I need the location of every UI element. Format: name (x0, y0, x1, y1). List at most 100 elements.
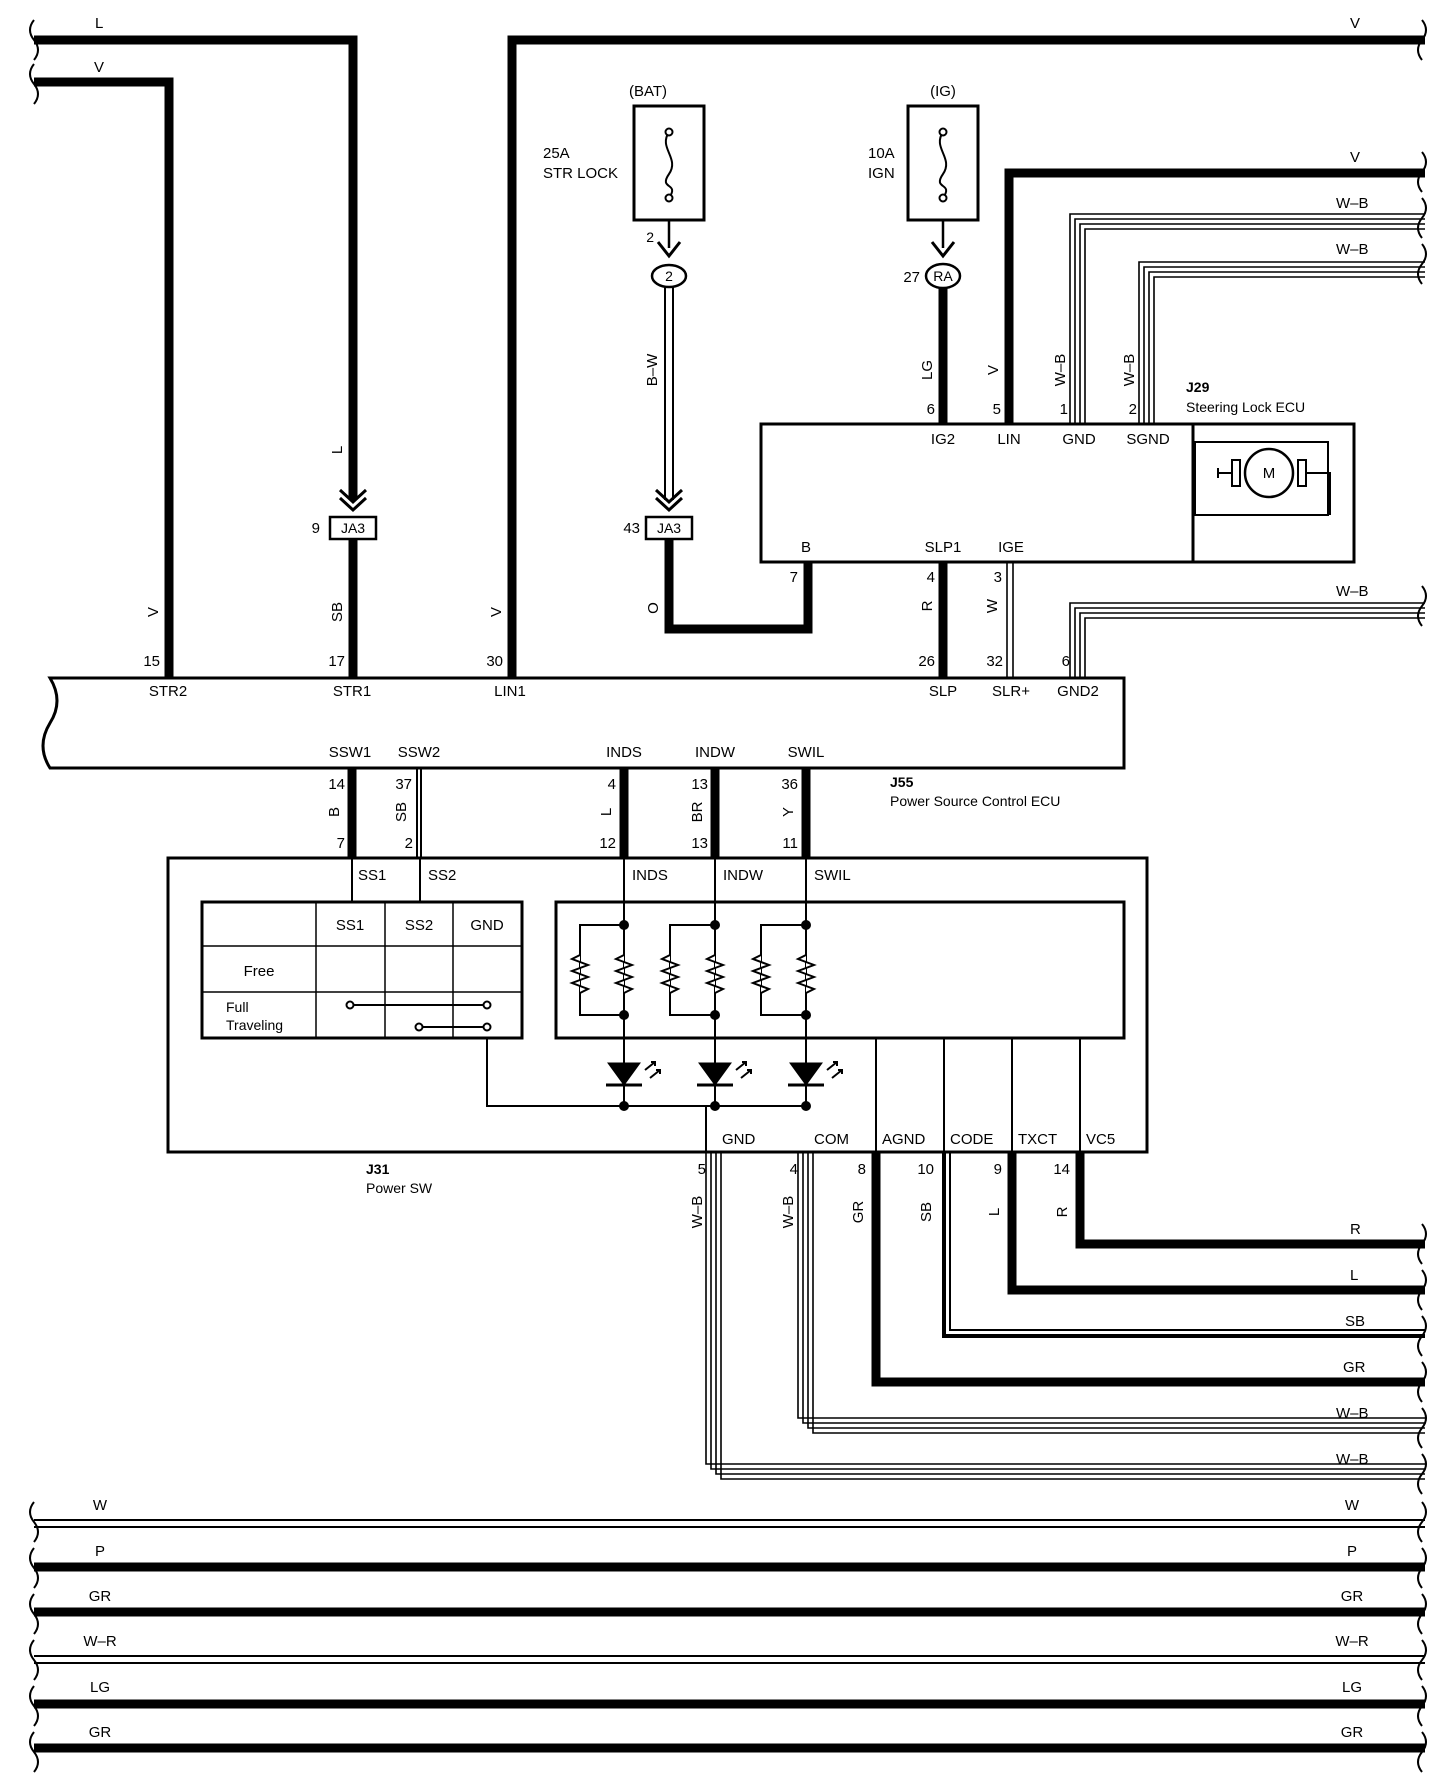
label-r-V: V (1350, 149, 1360, 166)
j31-pin-SWIL: SWIL (814, 867, 851, 884)
top-wires (34, 35, 1425, 678)
wire-WB-sgnd (1138, 261, 1425, 424)
j29-pin-1: 1 (1060, 401, 1068, 418)
label-top-V-right: V (1350, 15, 1360, 32)
j31-name: Power SW (366, 1180, 433, 1196)
j31-pin-11: 11 (782, 835, 798, 852)
wire-V-lin1 (507, 35, 1425, 678)
j31-pin-SS2: SS2 (428, 867, 456, 884)
j55-pin-14: 14 (328, 776, 345, 793)
j55-pin-26: 26 (918, 653, 935, 670)
lv-inds: L (598, 808, 615, 816)
j55-code: J55 (890, 774, 914, 790)
connector-2-label: 2 (665, 268, 673, 284)
table-header-SS1: SS1 (336, 917, 364, 934)
j31-pin-7: 7 (337, 835, 345, 852)
j31-pin-GND: GND (722, 1131, 756, 1148)
j55-pin-STR2: STR2 (149, 683, 187, 700)
out-label-WB1: W–B (1336, 1405, 1369, 1422)
connector-JA3-mid-label: JA3 (657, 520, 681, 536)
lv-wb-gnd: W–B (1052, 354, 1069, 387)
bus-right-W: W (1345, 1497, 1360, 1514)
j31-power-switch: 7 SS1 2 SS2 12 INDS 13 INDW 11 SWIL SS1 … (166, 835, 1149, 1196)
lv-str2: V (145, 607, 162, 617)
bus-left-WR: W–R (83, 1633, 117, 1650)
output-wires-wb (705, 1152, 1425, 1480)
j31-pin-14: 14 (1053, 1161, 1070, 1178)
connector-2: 2 2 (646, 229, 688, 289)
output-wires (871, 1152, 1425, 1387)
lower-vertical-labels: W–B W–B GR SB L R (689, 1196, 1071, 1229)
j31-pin-9: 9 (994, 1161, 1002, 1178)
j31-pin-10: 10 (917, 1161, 934, 1178)
j29-pin-4: 4 (927, 569, 935, 586)
wire-L-str1 (34, 35, 358, 500)
out-label-R: R (1350, 1221, 1361, 1238)
bus-left-W: W (93, 1497, 108, 1514)
connector-2-pin: 2 (646, 229, 654, 245)
j31-pin-AGND: AGND (882, 1131, 926, 1148)
j29-pin-IGE: IGE (998, 539, 1024, 556)
wire-V-str2 (34, 77, 174, 678)
lv-ssw1: B (326, 807, 343, 817)
j55-pin-32: 32 (986, 653, 1003, 670)
j31-pin-8: 8 (858, 1161, 866, 1178)
j55-pin-STR1: STR1 (333, 683, 371, 700)
connector-JA3-mid: JA3 43 (623, 515, 694, 541)
out-label-GR: GR (1343, 1359, 1366, 1376)
j31-pin-SS1: SS1 (358, 867, 386, 884)
lv-R: R (919, 600, 936, 611)
lv-agnd: GR (850, 1201, 867, 1224)
bus-right-WR: W–R (1335, 1633, 1369, 1650)
j29-pin-LIN: LIN (997, 431, 1020, 448)
lv-lin1: V (488, 607, 505, 617)
connector-JA3-left: JA3 9 (312, 515, 378, 541)
j31-pin-COM: COM (814, 1131, 849, 1148)
j55-j31-wires (347, 768, 811, 858)
bottom-bus-labels: W W P P GR GR W–R W–R LG LG GR GR (83, 1497, 1369, 1741)
lv-txct: L (986, 1208, 1003, 1216)
j55-pin-15: 15 (143, 653, 160, 670)
fuse-bat-amp: 25A (543, 145, 570, 162)
table-header-GND: GND (470, 917, 504, 934)
j29-pin-2: 2 (1129, 401, 1137, 418)
j29-code: J29 (1186, 379, 1210, 395)
wire-WB-gnd2 (1069, 602, 1425, 678)
label-r-WB2: W–B (1336, 241, 1369, 258)
fuse-str-lock: (BAT) 25A STR LOCK (543, 83, 706, 222)
connector-RA: 27 RA (903, 262, 962, 290)
j29-pin-IG2: IG2 (931, 431, 955, 448)
j55-pin-36: 36 (781, 776, 798, 793)
j31-pin-INDS: INDS (632, 867, 668, 884)
label-top-L: L (95, 15, 103, 32)
wire-WB-gnd (1069, 213, 1425, 424)
j31-pin-13: 13 (691, 835, 708, 852)
j55-pin-SLP: SLP (929, 683, 957, 700)
j55-power-source-control-ecu: 15 STR2 17 STR1 30 LIN1 26 SLP 32 SLR+ 6… (41, 653, 1126, 809)
j55-pin-SWIL: SWIL (788, 744, 825, 761)
j55-pin-INDS: INDS (606, 744, 642, 761)
lv-V: V (985, 365, 1002, 375)
table-row-traveling: Traveling (226, 1017, 283, 1033)
lv-indw: BR (689, 801, 706, 822)
connector-RA-label: RA (933, 268, 953, 284)
bottom-terminal-dividers (705, 1038, 1081, 1152)
j55-pin-SLR: SLR+ (992, 683, 1030, 700)
lv-bw: B–W (644, 353, 661, 386)
j31-code: J31 (366, 1161, 390, 1177)
j31-bottom-pin-numbers: 5 4 8 10 9 14 (698, 1161, 1070, 1178)
j55-name: Power Source Control ECU (890, 793, 1060, 809)
j55-pin-LIN1: LIN1 (494, 683, 526, 700)
out-label-WB2: W–B (1336, 1451, 1369, 1468)
table-row-free: Free (244, 963, 275, 980)
fuse-bat-name: STR LOCK (543, 165, 618, 182)
j29-name: Steering Lock ECU (1186, 399, 1305, 415)
j31-pin-CODE: CODE (950, 1131, 993, 1148)
lv-O: O (645, 602, 662, 614)
output-wire-labels: R L SB GR W–B W–B (1336, 1221, 1369, 1468)
j31-pin-5: 5 (698, 1161, 706, 1178)
table-row-full: Full (226, 999, 249, 1015)
j31-pin-VC5: VC5 (1086, 1131, 1115, 1148)
upper-vertical-labels: V SB L V B–W O LG V W–B W–B R W (145, 353, 1138, 622)
bus-right-P: P (1347, 1543, 1357, 1560)
